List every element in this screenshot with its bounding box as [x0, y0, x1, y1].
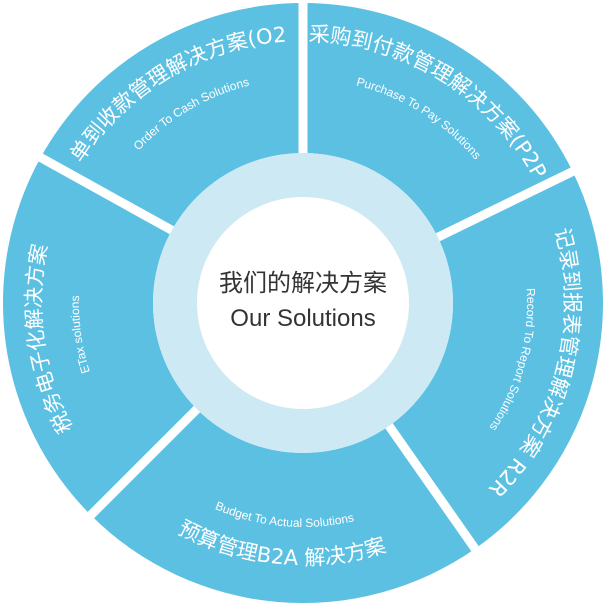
segment-divider — [434, 165, 579, 243]
center-title-cn: 我们的解决方案 — [219, 269, 387, 297]
segment-dividers — [34, 0, 579, 555]
center-title-en: Our Solutions — [230, 305, 375, 332]
segment-divider — [384, 421, 482, 555]
segment-divider — [84, 404, 202, 522]
center-disc — [197, 197, 409, 409]
segment-b2a — [90, 409, 476, 603]
segment-divider — [34, 151, 176, 236]
segment-r2r — [389, 171, 604, 549]
segment-etax — [2, 157, 197, 516]
segment-o2c — [40, 3, 304, 231]
segment-p2p — [303, 3, 573, 238]
